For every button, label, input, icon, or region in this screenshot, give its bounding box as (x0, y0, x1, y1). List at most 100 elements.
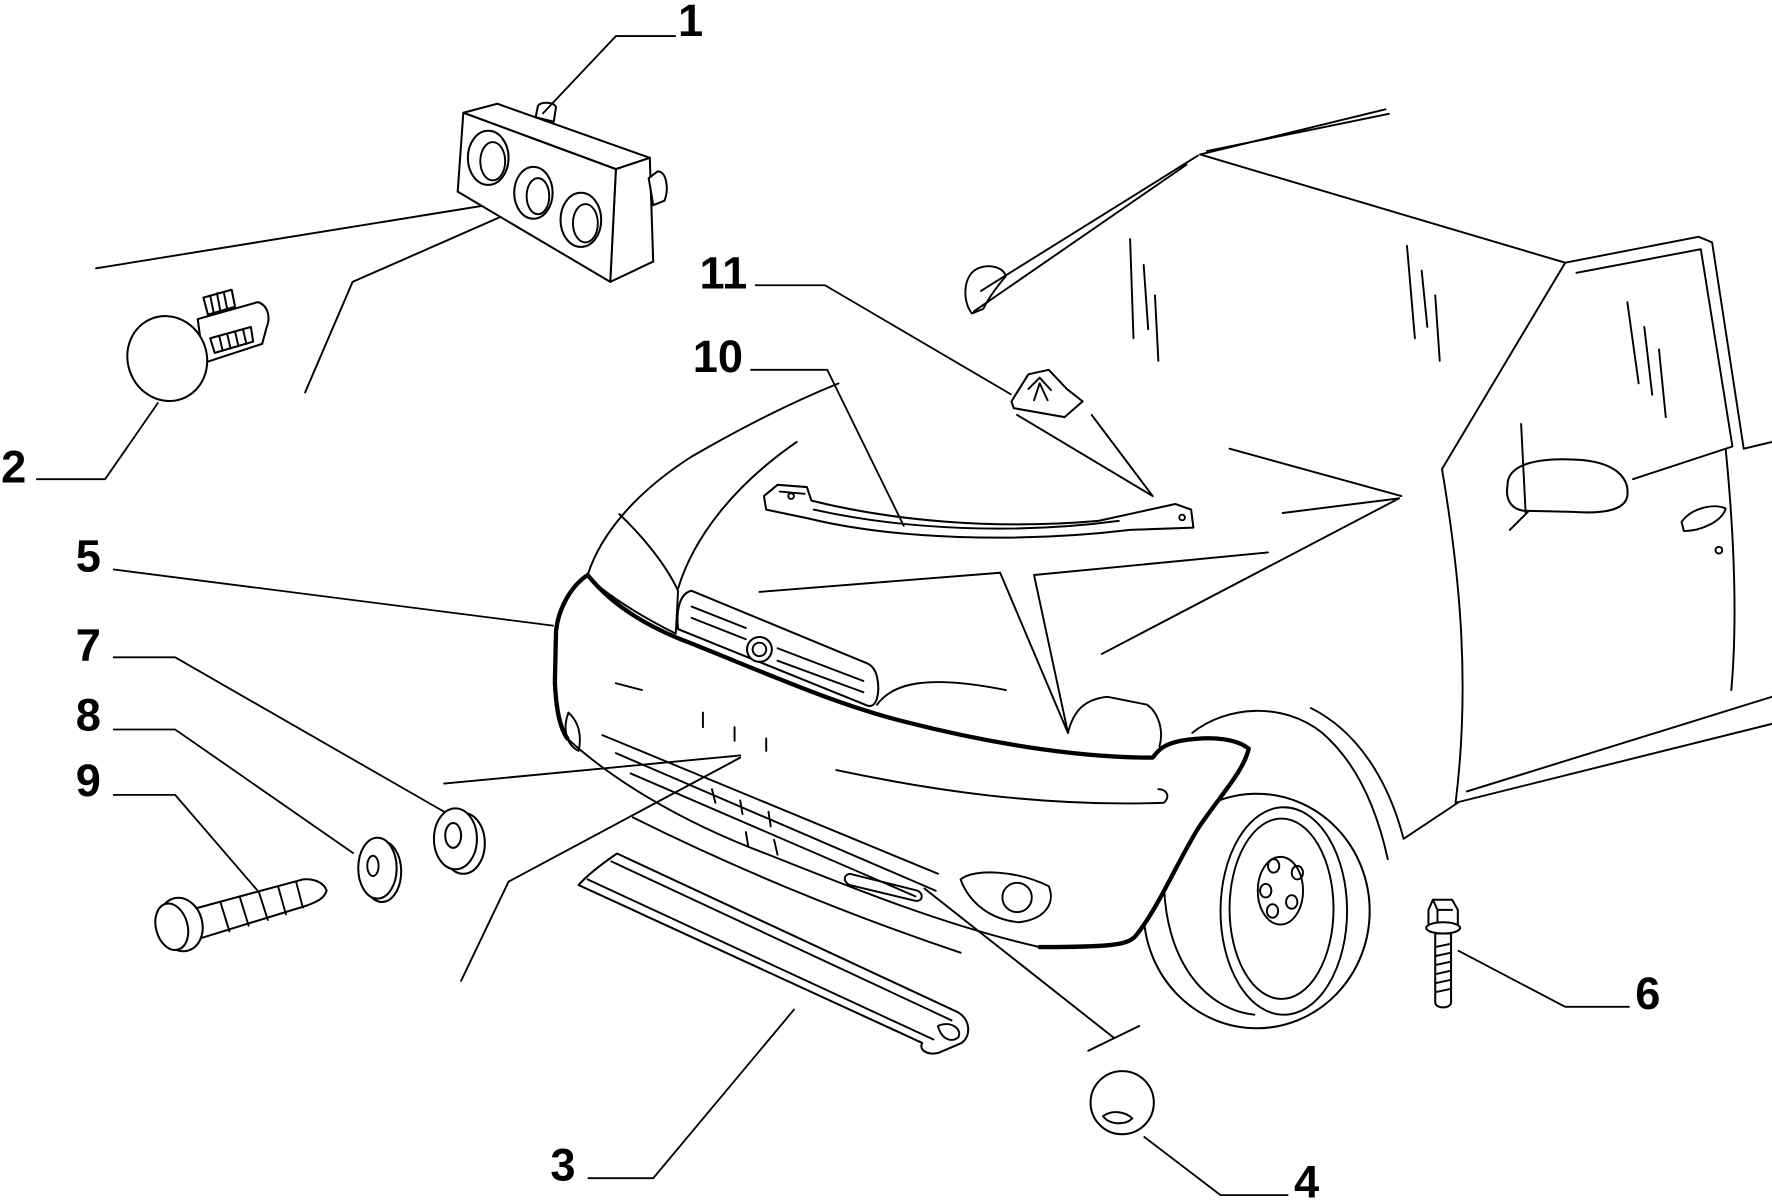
roof-edge (1199, 108, 1390, 156)
bumper-crease (614, 682, 1169, 805)
lower-grille (601, 734, 939, 898)
leader-line (587, 1008, 796, 1180)
lug-nut (1259, 882, 1273, 899)
rim-outer (1219, 806, 1349, 1016)
lug-nut (1285, 894, 1299, 910)
bumper-lip (631, 816, 962, 954)
side-marker (564, 711, 581, 752)
fog-light (1001, 881, 1033, 914)
bolt-head (1427, 898, 1459, 926)
clip-rib-lines (218, 328, 248, 352)
clip-to-bracket-reference (1016, 413, 1154, 498)
leader-line (113, 793, 259, 892)
clip-detail (1027, 376, 1052, 402)
door-lock (1714, 545, 1724, 555)
rim-inner (1228, 817, 1335, 1000)
clip-rib-lines (209, 291, 229, 314)
bumper-outline (552, 572, 1251, 950)
grille-logo-inner (751, 641, 768, 658)
part-4-cap (1089, 1070, 1155, 1136)
hood-outline (586, 382, 840, 576)
callout-label: 4 (1294, 1156, 1319, 1203)
spacer-hole (444, 822, 463, 849)
cap-body (1089, 1070, 1155, 1136)
leader-line (754, 284, 1012, 396)
part-1-block (456, 101, 668, 283)
bumper-surface (554, 575, 1249, 948)
tire-sidewall (1163, 878, 1256, 1016)
grille-logo (745, 636, 773, 663)
hood-rear-line (1100, 497, 1401, 655)
callout-1: 1 (541, 0, 703, 115)
strip-edges (586, 860, 953, 1041)
callout-2: 2 (1, 401, 159, 493)
hood-front-edge (875, 681, 1007, 706)
part-9-screw (154, 878, 328, 953)
grille-slats (690, 605, 865, 694)
fog-light-housing (959, 871, 1052, 924)
bolt-thread (1434, 942, 1453, 994)
bracket-hole (787, 492, 795, 500)
car-body (964, 108, 1772, 1030)
callout-11: 11 (700, 248, 1012, 396)
cowl-line (1228, 447, 1403, 514)
strip-end-profile (937, 1023, 961, 1041)
part-7-spacer (432, 807, 486, 875)
car-front (586, 382, 1162, 748)
reference-lines (95, 199, 1269, 1052)
cap-slot (1102, 1111, 1134, 1125)
block-side-face (609, 156, 655, 283)
leader-line (36, 401, 159, 481)
leader-line (541, 35, 676, 115)
windshield-reflections (1129, 238, 1667, 419)
headlight-right (1066, 695, 1162, 748)
washer-front (357, 836, 398, 900)
block-pin-top (534, 101, 558, 123)
callout-label: 5 (76, 531, 101, 582)
roof-side-line (1199, 153, 1567, 264)
far-side-mirror (964, 265, 1007, 315)
cap-reference (923, 887, 1141, 1052)
leader-line (113, 656, 445, 813)
block-hole (559, 191, 603, 248)
part-6-bolt (1425, 898, 1462, 1009)
part-11-clip (1010, 368, 1084, 419)
leader-line (750, 368, 905, 527)
callouts: 1 2 3 4 5 6 7 8 (1, 0, 1660, 1203)
callout-10: 10 (693, 331, 905, 527)
side-window-frame (1564, 235, 1772, 481)
hood-crease (677, 441, 798, 590)
bumper-lower-edge (566, 737, 1041, 949)
block-hole-inner (525, 177, 551, 216)
side-mirror (1506, 458, 1629, 514)
block-hole-inner (479, 141, 507, 182)
callout-label: 3 (550, 1139, 575, 1190)
part-8-washer (357, 836, 403, 903)
lug-nut (1267, 858, 1281, 874)
callout-label: 2 (1, 442, 26, 493)
lug-nut (1265, 903, 1280, 919)
door-bottom (1454, 695, 1772, 804)
clip-head (126, 315, 209, 403)
headlight-left (586, 513, 680, 635)
hood-latch-reference (758, 551, 1269, 734)
block-pin-side (647, 170, 668, 207)
bumper-ticks (701, 711, 768, 752)
wheel-hub (1256, 855, 1304, 926)
callout-label: 9 (76, 755, 101, 806)
lower-vent (843, 872, 923, 902)
callout-label: 7 (76, 620, 101, 671)
callout-8: 8 (76, 690, 355, 855)
callout-6: 6 (1457, 949, 1660, 1019)
screw-head (154, 902, 190, 952)
front-bumper (552, 572, 1251, 954)
callout-5: 5 (76, 531, 554, 627)
callout-label: 8 (76, 690, 101, 741)
callout-9: 9 (76, 755, 259, 892)
lug-nuts (1259, 858, 1304, 919)
part-10-hood-bracket (762, 483, 1195, 539)
bolt-flange (1425, 921, 1462, 935)
lug-nut (1290, 864, 1304, 881)
clip-base (1010, 368, 1084, 419)
